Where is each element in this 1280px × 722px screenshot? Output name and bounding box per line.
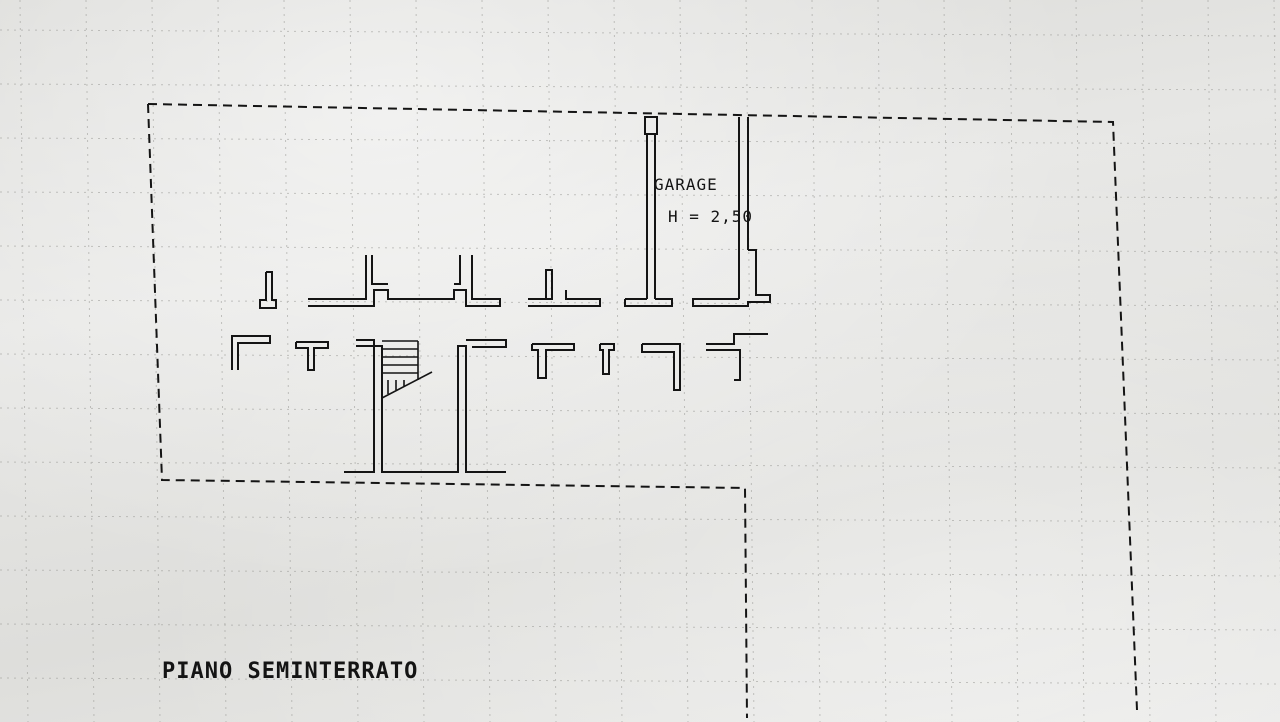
grid-line-vertical bbox=[415, 0, 425, 722]
garage-label: GARAGE bbox=[654, 175, 718, 194]
grid-line-vertical bbox=[217, 0, 227, 722]
staircase bbox=[381, 340, 433, 399]
grid-line-vertical bbox=[85, 0, 95, 722]
grid-line-horizontal bbox=[0, 353, 1280, 361]
grid-line-horizontal bbox=[0, 623, 1280, 631]
grid-line-vertical bbox=[547, 0, 557, 722]
grid-line-vertical bbox=[19, 0, 29, 722]
grid-line-vertical bbox=[811, 0, 821, 722]
lower-wall-row bbox=[231, 333, 768, 473]
grid-line-vertical bbox=[283, 0, 293, 722]
grid-line-horizontal bbox=[0, 569, 1280, 577]
grid-line-horizontal bbox=[0, 29, 1280, 37]
grid-line-vertical bbox=[349, 0, 359, 722]
grid-line-horizontal bbox=[0, 461, 1280, 469]
grid-line-horizontal bbox=[0, 83, 1280, 91]
grid-line-horizontal bbox=[0, 407, 1280, 415]
grid-line-vertical bbox=[151, 0, 161, 722]
grid-line-vertical bbox=[745, 0, 755, 722]
grid-line-vertical bbox=[1009, 0, 1019, 722]
grid-line-horizontal bbox=[0, 191, 1280, 199]
grid-line-vertical bbox=[481, 0, 491, 722]
grid-line-vertical bbox=[1075, 0, 1085, 722]
grid-line-vertical bbox=[679, 0, 689, 722]
grid-line-horizontal bbox=[0, 137, 1280, 145]
grid-line-horizontal bbox=[0, 245, 1280, 253]
upper-wall-row bbox=[259, 255, 601, 309]
garage-height-label: H = 2,50 bbox=[668, 207, 753, 226]
grid-line-horizontal bbox=[0, 515, 1280, 523]
grid-line-vertical bbox=[1141, 0, 1151, 722]
property-boundary bbox=[147, 103, 1138, 719]
grid-line-vertical bbox=[877, 0, 887, 722]
floor-title: PIANO SEMINTERRATO bbox=[162, 659, 418, 684]
grid-line-vertical bbox=[613, 0, 623, 722]
grid-line-vertical bbox=[1273, 0, 1280, 587]
walls bbox=[231, 116, 771, 473]
grid-line-vertical bbox=[1207, 0, 1217, 722]
grid-line-vertical bbox=[943, 0, 953, 722]
garage-walls bbox=[624, 116, 771, 307]
